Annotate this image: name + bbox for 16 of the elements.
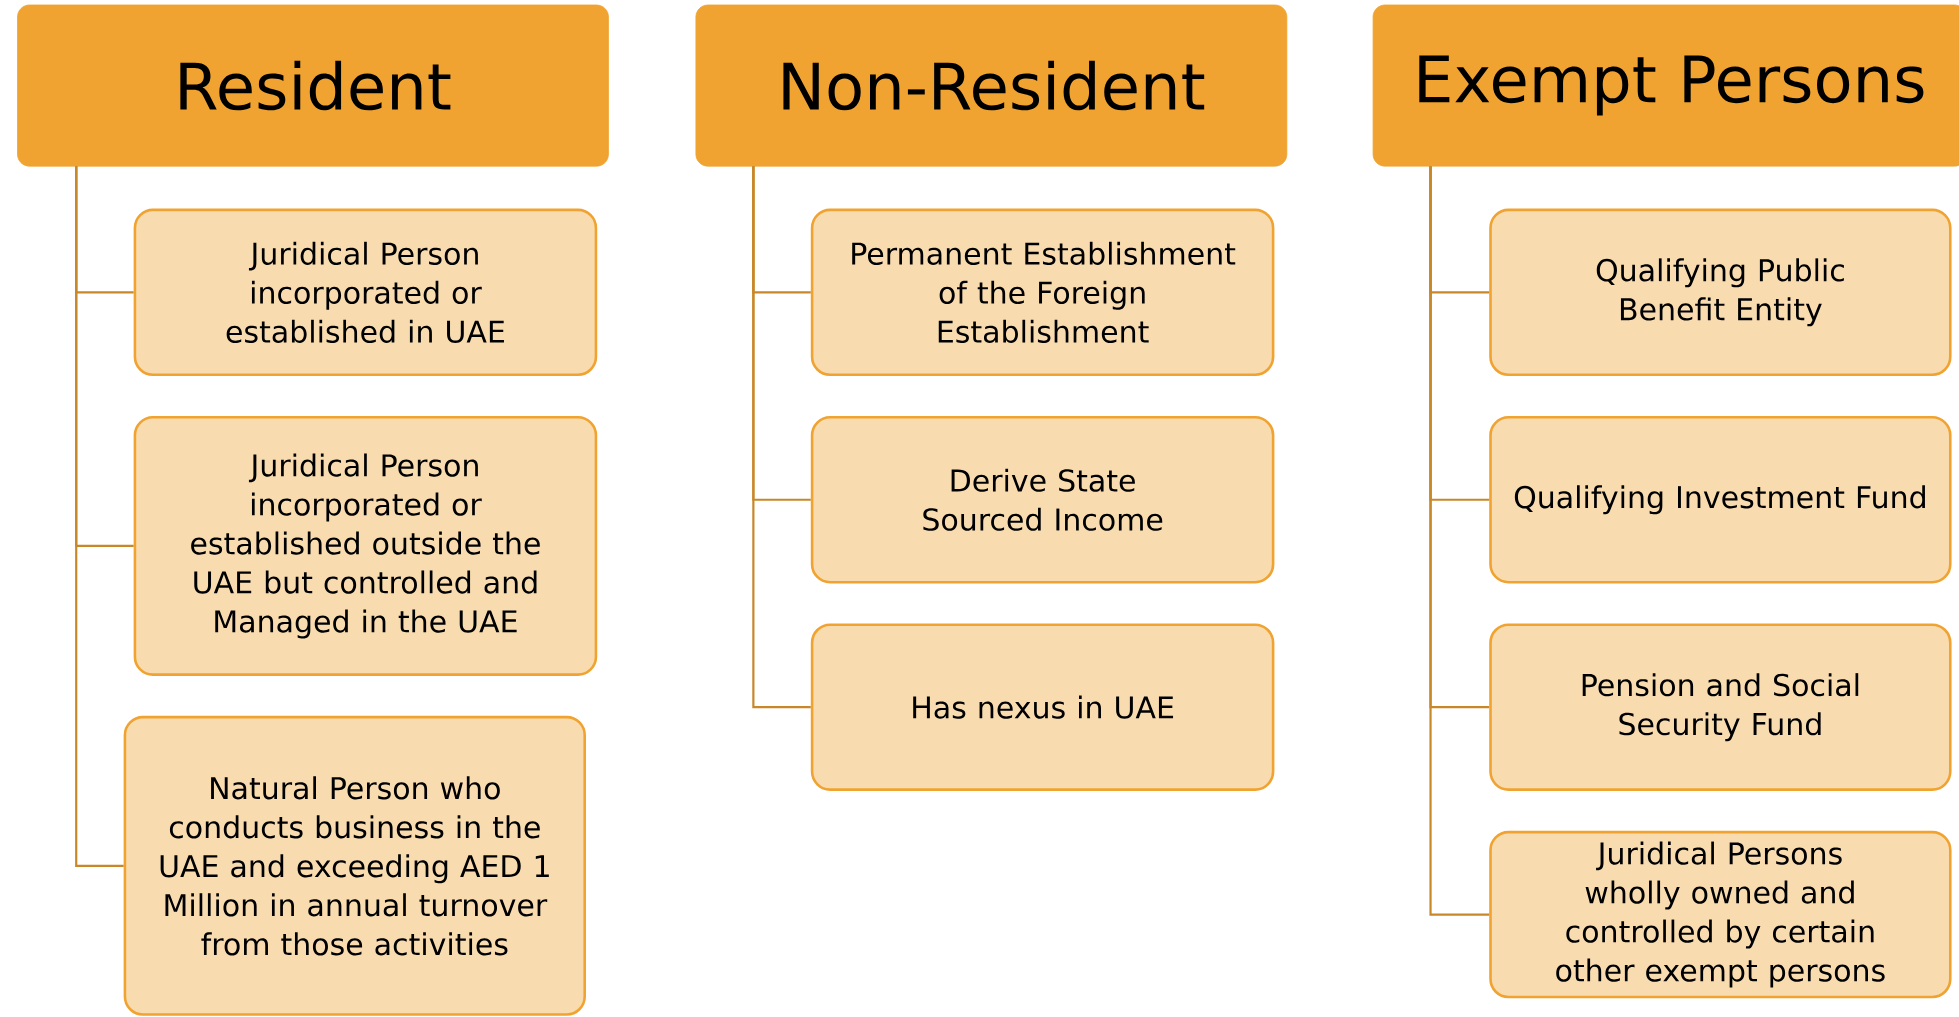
item-box: Juridical Person incorporated or established in UAE bbox=[133, 208, 598, 377]
category-header: Exempt Persons bbox=[1372, 4, 1959, 167]
category-header: Non-Resident bbox=[695, 4, 1288, 167]
item-box: Natural Person who conducts business in the UAE and exceeding AED 1 Million in annual turnover from those activities bbox=[123, 715, 586, 1016]
item-box: Juridical Person incorporated or established outside the UAE but controlled and Managed in the UAE bbox=[133, 415, 598, 676]
item-box: Derive State Sourced Income bbox=[810, 416, 1275, 584]
item-box: Juridical Persons wholly owned and controlled by certain other exempt persons bbox=[1489, 830, 1952, 999]
item-box: Pension and Social Security Fund bbox=[1489, 623, 1952, 791]
item-box: Qualifying Investment Fund bbox=[1489, 416, 1952, 584]
category-header: Resident bbox=[17, 4, 609, 167]
item-box: Has nexus in UAE bbox=[810, 623, 1275, 791]
connector-line bbox=[75, 166, 124, 867]
item-box: Permanent Establishment of the Foreign Establishment bbox=[810, 208, 1275, 377]
connector-line bbox=[1429, 166, 1490, 916]
connector-line bbox=[752, 166, 811, 709]
item-box: Qualifying Public Benefit Entity bbox=[1489, 208, 1952, 377]
